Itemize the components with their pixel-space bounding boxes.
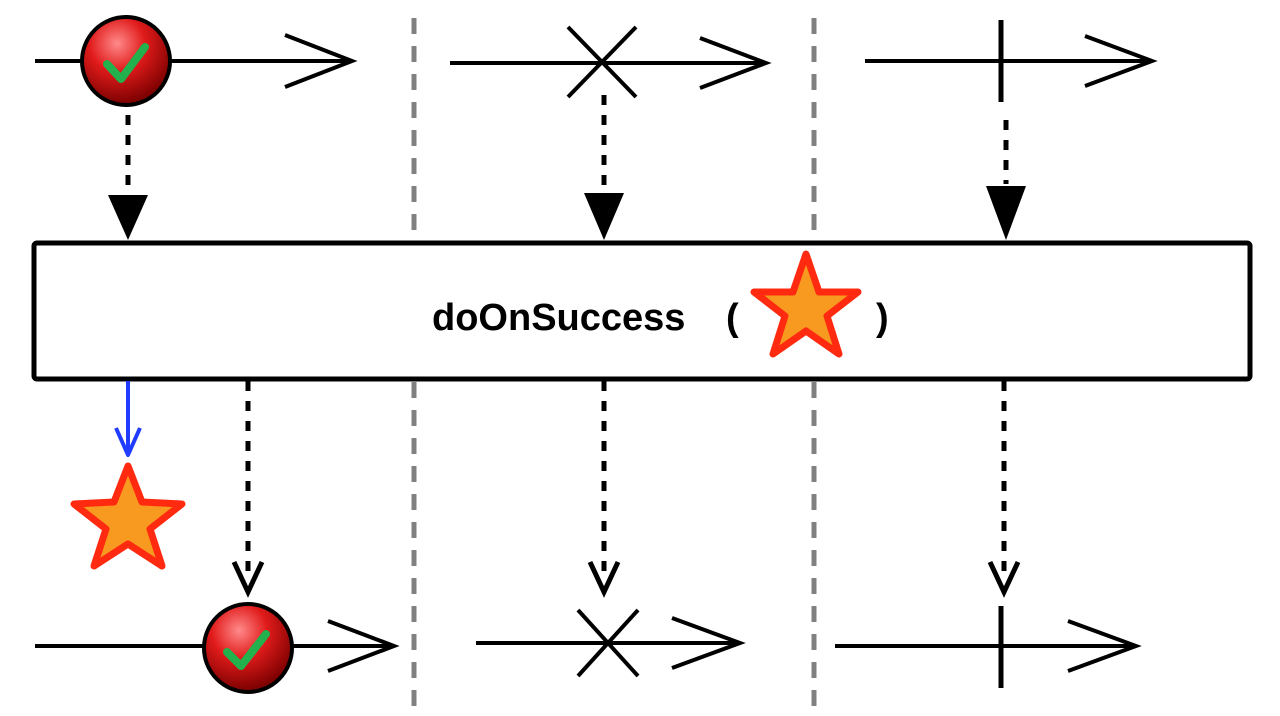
operator-name: doOnSuccess (432, 297, 685, 339)
star-icon (70, 462, 186, 570)
source-timeline-completion (865, 20, 1158, 102)
input-arrow-error (584, 95, 624, 240)
source-timeline-error (450, 25, 772, 99)
operator-box: doOnSuccess ( ) (31, 240, 1253, 382)
timeline-arrowhead (327, 619, 400, 673)
output-arrow-completion (987, 381, 1021, 598)
timeline-arrowhead (699, 36, 772, 90)
output-arrow-success (231, 381, 265, 598)
error-x-icon (566, 25, 638, 99)
operator-open-paren: ( (726, 297, 739, 339)
input-arrow-completion (986, 120, 1026, 240)
output-arrows (231, 381, 1021, 598)
side-effect-arrowhead (114, 427, 142, 457)
timeline-arrowhead (284, 33, 358, 89)
side-effect (70, 381, 186, 570)
star-icon (750, 250, 862, 358)
success-check-icon (202, 602, 294, 694)
timeline-arrowhead (1067, 619, 1142, 673)
result-timeline-error (476, 608, 746, 678)
input-arrows (108, 95, 1026, 240)
result-timeline-success (35, 602, 400, 694)
source-timeline-success (35, 15, 358, 107)
timeline-arrowhead (1084, 34, 1158, 88)
input-arrow-success (108, 115, 148, 240)
success-check-icon (80, 15, 172, 107)
output-arrow-error (587, 381, 621, 598)
operator-close-paren: ) (876, 297, 889, 339)
error-x-icon (576, 608, 640, 678)
result-timeline-completion (835, 606, 1142, 688)
timeline-arrowhead (671, 616, 746, 670)
